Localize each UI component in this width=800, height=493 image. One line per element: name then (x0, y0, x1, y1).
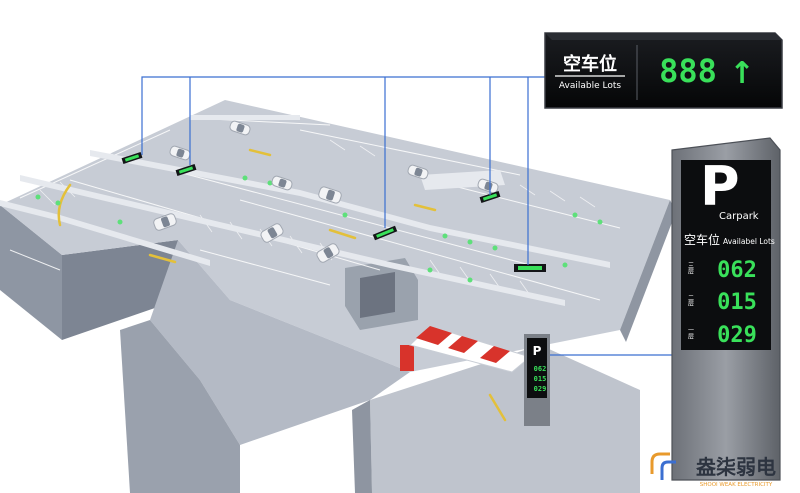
bay-light (597, 219, 603, 225)
top-sign-digits: 888 (659, 52, 717, 90)
parked-cars (153, 120, 499, 263)
bay-light (467, 277, 473, 283)
car (229, 120, 251, 136)
right-edge (620, 200, 676, 342)
mini-tower-count: 062 (534, 365, 547, 373)
car (260, 223, 284, 243)
mini-tower-count: 029 (534, 385, 547, 393)
brand-watermark: 盎柒弱电 SHOOI WEAK ELECTRICITY (650, 452, 776, 488)
car (318, 186, 342, 204)
car (271, 175, 293, 191)
bay-light (55, 200, 61, 206)
mini-tower-screen (527, 338, 547, 398)
barrier-gate (400, 325, 532, 373)
top-sign-title-cn: 空车位 (563, 53, 617, 75)
brand-name-cn: 盎柒弱电 (696, 455, 776, 479)
tower-title-en: Availabel Lots (723, 237, 775, 246)
connector-lines (141, 76, 680, 356)
floor-label: 二层 (687, 294, 694, 307)
floor-label: 三层 (687, 262, 694, 275)
floor-label: 一层 (687, 327, 694, 340)
parking-p-icon: P (700, 155, 740, 218)
floor-count: 062 (717, 258, 757, 283)
car (407, 164, 429, 180)
bay-light (427, 267, 433, 273)
lane-led-displays (121, 152, 546, 272)
lane-curbs (0, 115, 610, 306)
front-wall-left (62, 240, 178, 340)
car (153, 213, 177, 231)
bay-light (442, 233, 448, 239)
bay-light (342, 212, 348, 218)
tower-title-cn: 空车位 (684, 232, 720, 247)
bay-indicator-lights (35, 175, 603, 283)
tower-carpark-label: Carpark (719, 211, 759, 222)
bay-light (117, 219, 123, 225)
bay-light (492, 245, 498, 251)
top-sign-title-en: Available Lots (559, 81, 621, 91)
lane-display (372, 225, 398, 241)
bay-light (267, 180, 273, 186)
floor-count: 029 (717, 323, 757, 348)
entry-guidance-tower: P 062 015 029 (524, 334, 550, 426)
bay-light (572, 212, 578, 218)
upper-floor (0, 100, 670, 372)
bay-light (35, 194, 41, 200)
ramp (150, 240, 410, 445)
bay-light (562, 262, 568, 268)
left-wall (0, 205, 62, 340)
tower-guidance-sign: P Carpark 空车位 Availabel Lots 三层 062 二层 0… (671, 137, 781, 481)
top-guidance-sign: 空车位 Available Lots 888 ↑ (544, 32, 783, 109)
lane-display (175, 164, 197, 176)
brand-name-en: SHOOI WEAK ELECTRICITY (700, 482, 773, 488)
mini-tower-p: P (533, 344, 542, 358)
bay-light (242, 175, 248, 181)
floor-count: 015 (717, 290, 757, 315)
lane-direction-arrows (57, 148, 507, 422)
garage-structure (0, 100, 676, 493)
barrier-post (400, 345, 414, 371)
bay-light (467, 239, 473, 245)
entry-wall (352, 400, 372, 493)
lane-display (514, 264, 546, 272)
brand-logo-icon (650, 452, 676, 480)
tower-screen (681, 160, 771, 350)
mini-tower-count: 015 (534, 375, 547, 383)
lane-display (479, 191, 501, 203)
booth-door (360, 272, 395, 318)
car (316, 243, 340, 263)
up-arrow-icon: ↑ (729, 56, 754, 91)
ramp-side (120, 320, 240, 493)
lane-display (121, 152, 143, 164)
